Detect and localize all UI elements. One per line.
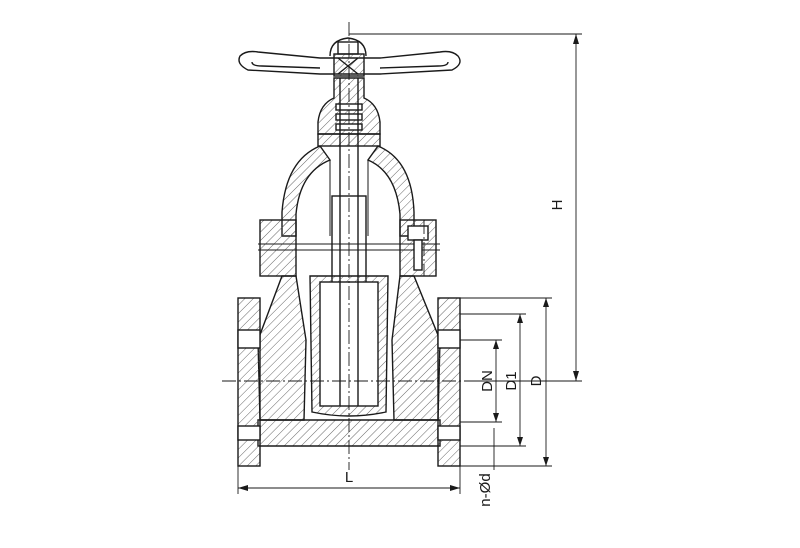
dim-label-d1: D1 (503, 371, 520, 390)
dim-label-bolt-holes: n-Ød (477, 473, 494, 506)
left-flange (237, 297, 261, 467)
centerlines (222, 22, 470, 470)
dim-label-dn: DN (479, 370, 496, 392)
dim-label-d: D (528, 375, 545, 386)
handwheel (238, 37, 461, 77)
bonnet-flange (258, 219, 440, 277)
dimension-lines (237, 33, 582, 494)
dimension-arrows (238, 34, 579, 491)
dim-label-l: L (345, 469, 353, 486)
right-flange (437, 297, 461, 467)
dim-label-h: H (549, 200, 566, 211)
